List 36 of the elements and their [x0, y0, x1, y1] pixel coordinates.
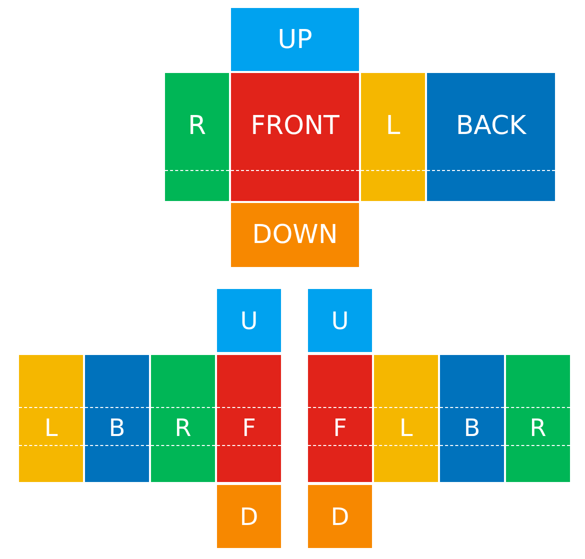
face-label: L	[43, 416, 59, 440]
face-label: U	[239, 309, 259, 333]
face-label: D	[330, 505, 350, 529]
cube-face	[85, 355, 149, 482]
cube-face	[308, 485, 372, 548]
face-label: R	[528, 416, 548, 440]
face-label: FRONT	[250, 113, 340, 139]
cube-face	[506, 355, 570, 482]
face-label: DOWN	[251, 222, 339, 248]
cube-face	[361, 73, 425, 201]
cube-face	[427, 73, 555, 201]
face-label: R	[186, 113, 208, 139]
face-label: L	[384, 113, 402, 139]
cube-face	[308, 289, 372, 352]
cube-face	[440, 355, 504, 482]
cube-face	[217, 485, 281, 548]
cube-face	[217, 355, 281, 482]
cube-face	[151, 355, 215, 482]
cube-face	[217, 289, 281, 352]
cube-face	[308, 355, 372, 482]
face-label: B	[108, 416, 126, 440]
cube-face	[231, 8, 359, 71]
cube-face	[231, 203, 359, 267]
face-label: UP	[276, 27, 314, 53]
cube-face	[165, 73, 229, 201]
face-label: D	[238, 505, 260, 529]
face-label: BACK	[454, 113, 528, 139]
face-label: F	[241, 416, 257, 440]
face-label: F	[332, 416, 348, 440]
cube-face	[374, 355, 438, 482]
face-label: R	[174, 416, 192, 440]
face-label: L	[398, 416, 414, 440]
cube-face	[19, 355, 83, 482]
face-label: B	[462, 416, 482, 440]
cube-face	[231, 73, 359, 201]
face-label: U	[330, 309, 350, 333]
